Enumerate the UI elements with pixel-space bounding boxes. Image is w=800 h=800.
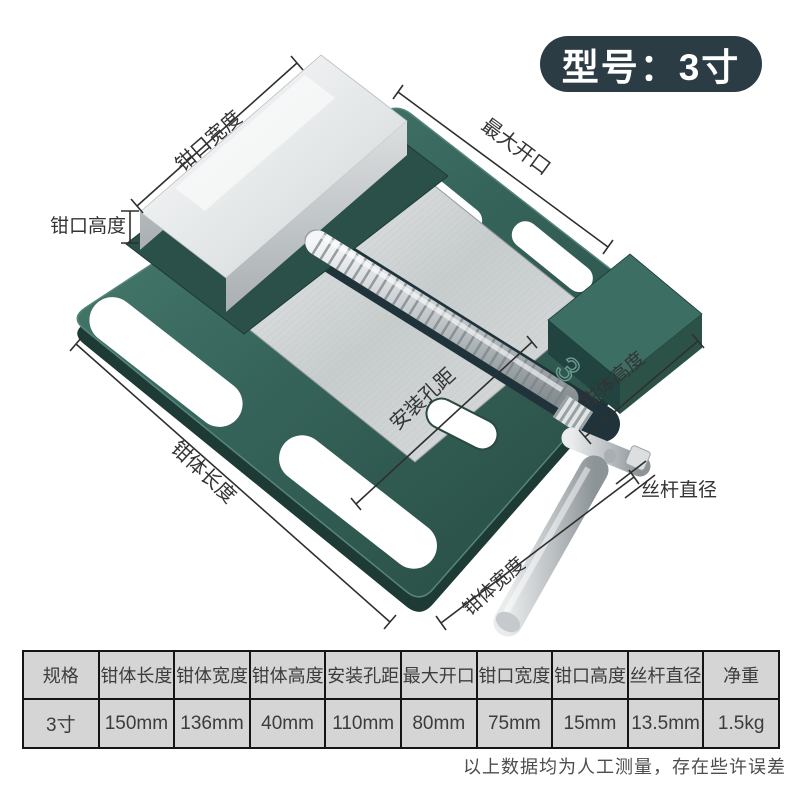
spec-header-cell: 钳体长度 [97,650,176,700]
spec-value-cell: 1.5kg [702,698,780,749]
spec-header-row: 规格 钳体长度 钳体宽度 钳体高度 安装孔距 最大开口 钳口宽度 钳口高度 丝杆… [22,650,780,700]
disclaimer-text: 以上数据均为人工测量，存在些许误差 [463,757,786,777]
spec-header-cell: 丝杆直径 [626,650,705,700]
spec-value-cell: 75mm [475,698,554,749]
rear-bracket-left [548,320,620,414]
dim-body-width [435,469,640,631]
jaw-height-label: 钳口高度 [50,215,126,237]
spec-value-cell: 3寸 [22,698,100,749]
spec-header-cell: 规格 [22,650,100,700]
screw-collar-ribs [552,395,594,434]
handle-grip-highlight [501,466,591,618]
handle-grip-cap [495,611,521,633]
screw-diameter-label: 丝杆直径 [641,479,717,501]
dim-jaw-height [121,210,139,244]
mount-hole [425,397,499,451]
lead-screw-highlight [320,233,564,393]
spec-value-cell: 150mm [97,698,176,749]
vise-illustration: 3 [76,54,703,637]
spec-value-cell: 15mm [551,698,629,749]
spec-value-cell: 110mm [324,698,402,749]
spec-value-cell: 136mm [173,698,251,749]
dim-mount-hole-distance [350,335,538,511]
spec-value-cell: 13.5mm [626,698,705,749]
spec-header-cell: 钳体高度 [248,650,327,700]
dim-body-length [69,336,397,630]
jaw-block-sheen [175,75,335,211]
spec-table: 规格 钳体长度 钳体宽度 钳体高度 安装孔距 最大开口 钳口宽度 钳口高度 丝杆… [22,650,780,749]
spec-header-cell: 净重 [702,650,780,700]
handle-pin-end [625,445,651,471]
lead-screw-threads [311,232,573,409]
dim-jaw-width [130,55,304,214]
handle-grip [493,455,609,637]
base-slot-right-2 [511,221,593,293]
base-slot-left-1 [89,297,243,427]
spec-header-cell: 安装孔距 [324,650,402,700]
spec-header-cell: 钳口高度 [551,650,629,700]
spec-value-cell: 40mm [248,698,327,749]
spec-header-cell: 钳体宽度 [173,650,251,700]
spec-value-row: 3寸 150mm 136mm 40mm 110mm 80mm 75mm 15mm… [22,698,780,749]
jaw-block-front-face [226,121,407,312]
spec-value-cell: 80mm [399,698,478,749]
dim-body-height [578,333,705,445]
spec-header-cell: 最大开口 [399,650,478,700]
handle-pin-hole [604,449,616,463]
max-opening-label: 最大开口 [477,114,555,180]
dimension-lines [69,55,705,631]
dim-max-opening [392,84,614,255]
model-badge: 型号：3寸 [540,36,762,92]
spec-header-cell: 钳口宽度 [475,650,554,700]
